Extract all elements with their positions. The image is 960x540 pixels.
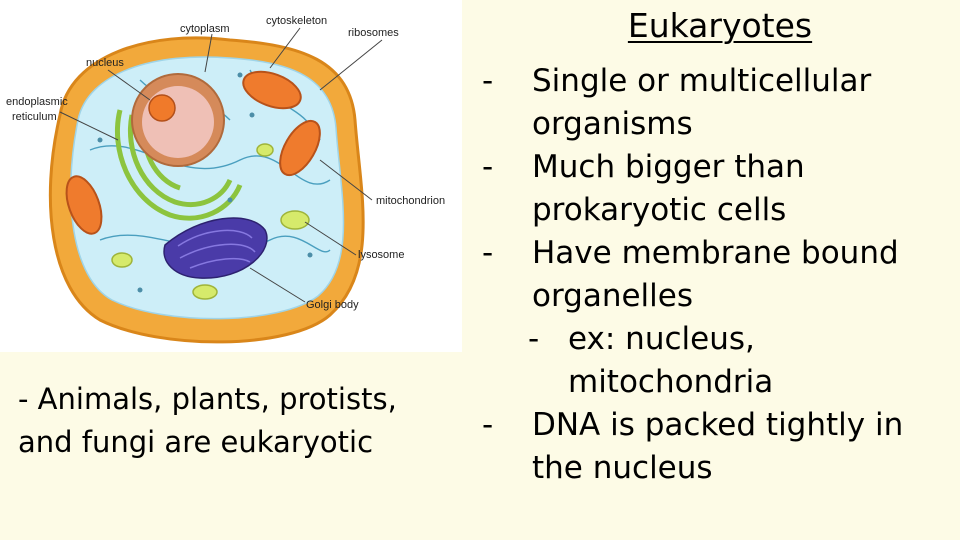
bullet-item: - Much bigger than prokaryotic cells bbox=[482, 146, 952, 232]
bullet-text: Have membrane bound organelles bbox=[532, 235, 899, 314]
bullet-text: DNA is packed tightly in the nucleus bbox=[532, 407, 904, 486]
mitochondria-shapes bbox=[65, 70, 321, 235]
bullet-dash: - bbox=[482, 407, 494, 443]
bullet-text: ex: nucleus, mitochondria bbox=[568, 321, 774, 400]
lysosome-shapes bbox=[111, 143, 310, 300]
bullet-item: - DNA is packed tightly in the nucleus bbox=[482, 404, 952, 490]
label-cytoplasm: cytoplasm bbox=[180, 23, 230, 35]
label-reticulum: reticulum bbox=[12, 111, 57, 123]
bullet-dash: - bbox=[482, 235, 494, 271]
animal-cell-diagram: cytoplasm cytoskeleton ribosomes nucleus… bbox=[0, 0, 462, 352]
ribosome-dots bbox=[97, 72, 313, 293]
bullet-item: - Have membrane bound organelles bbox=[482, 232, 952, 318]
slide-title: Eukaryotes bbox=[627, 6, 813, 45]
label-nucleus: nucleus bbox=[86, 57, 124, 69]
label-golgi-body: Golgi body bbox=[306, 299, 359, 311]
bullet-dash: - bbox=[528, 321, 540, 357]
bullet-item: - Single or multicellular organisms bbox=[482, 60, 952, 146]
bullet-dash: - bbox=[482, 63, 494, 99]
golgi-body-shape bbox=[163, 217, 268, 279]
label-ribosomes: ribosomes bbox=[348, 27, 399, 39]
cell-illustration: cytoplasm cytoskeleton ribosomes nucleus… bbox=[6, 15, 445, 344]
label-mitochondrion: mitochondrion bbox=[376, 195, 445, 207]
eukaryote-kingdoms-note: - Animals, plants, protists, and fungi a… bbox=[18, 382, 397, 459]
bullet-text: Much bigger than prokaryotic cells bbox=[532, 149, 805, 228]
nucleolus-shape bbox=[148, 94, 176, 122]
label-cytoskeleton: cytoskeleton bbox=[266, 15, 327, 27]
bullet-dash: - bbox=[482, 149, 494, 185]
label-lysosome: lysosome bbox=[358, 249, 404, 261]
bullet-text: Single or multicellular organisms bbox=[532, 63, 872, 142]
sub-bullet-item: - ex: nucleus, mitochondria bbox=[482, 318, 952, 404]
label-endoplasmic: endoplasmic bbox=[6, 96, 68, 108]
bullet-list: - Single or multicellular organisms - Mu… bbox=[482, 60, 952, 490]
